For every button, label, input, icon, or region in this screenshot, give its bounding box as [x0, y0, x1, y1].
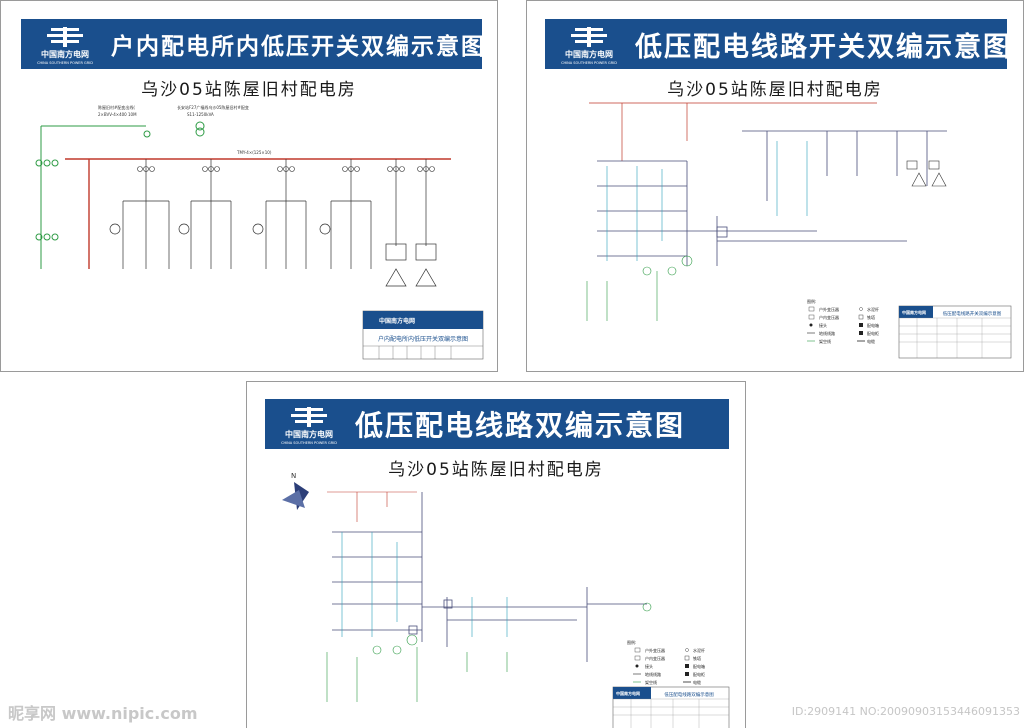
panel-subtitle: 乌沙05站陈屋旧村配电房 — [667, 80, 883, 100]
csg-logo-icon: 中国南方电网 CHINA SOUTHERN POWER GRID — [37, 27, 93, 65]
svg-text:图例:: 图例: — [807, 298, 816, 304]
legend-4: 架空线 — [819, 338, 831, 344]
indoor-circuit-diagram: 陈屋旧村#配变出线( 2×BVV-4×400 10M 长安站F27广福线乌沙05… — [35, 104, 484, 360]
legend-6: 铁塔 — [693, 655, 701, 661]
legend-9: 电缆 — [693, 679, 701, 685]
legend: 图例: 户外变压器 户内变压器 接头 地线线路 架空线 水泥杆 铁塔 配电箱 配… — [807, 298, 879, 344]
note-top2: 2×BVV-4×400 10M — [98, 112, 137, 117]
panel-header: 中国南方电网 CHINA SOUTHERN POWER GRID 低压配电线路双… — [265, 399, 729, 449]
legend: 图例: 户外变压器 户内变压器 接头 地线线路 架空线 水泥杆 铁塔 配电箱 配… — [627, 639, 705, 685]
svg-text:图例:: 图例: — [627, 639, 636, 645]
legend-1: 户内变压器 — [819, 314, 839, 320]
legend-7: 配电箱 — [693, 663, 705, 669]
csg-logo-icon: 中国南方电网 CHINA SOUTHERN POWER GRID — [281, 407, 337, 445]
tb-title: 低压配电线路双编示意图 — [664, 691, 714, 698]
panel-subtitle: 乌沙05站陈屋旧村配电房 — [388, 460, 604, 480]
note-top1: 陈屋旧村#配变出线( — [98, 104, 135, 110]
brand-cn: 中国南方电网 — [565, 49, 613, 59]
brand-cn: 中国南方电网 — [41, 49, 89, 59]
brand-en: CHINA SOUTHERN POWER GRID — [37, 61, 93, 65]
line-switch-circuit-diagram: 图例: 户外变压器 户内变压器 接头 地线线路 架空线 水泥杆 铁塔 配电箱 配… — [586, 102, 1012, 359]
brand-en: CHINA SOUTHERN POWER GRID — [281, 441, 337, 445]
panel-line-diagram: 中国南方电网 CHINA SOUTHERN POWER GRID 低压配电线路双… — [246, 381, 746, 728]
panel-title: 户内配电所内低压开关双编示意图 — [111, 34, 486, 60]
watermark-site: 昵享网 www.nipic.com — [8, 704, 198, 723]
compass-icon: N — [282, 472, 309, 510]
legend-3: 地线线路 — [645, 671, 661, 677]
legend-2: 接头 — [819, 322, 827, 328]
tb-brand: 中国南方电网 — [902, 309, 926, 315]
note-top3: 长安站F27广福线乌沙05陈屋旧村#配变 — [177, 104, 249, 110]
csg-logo-icon: 中国南方电网 CHINA SOUTHERN POWER GRID — [561, 27, 617, 65]
legend-0: 户外变压器 — [819, 306, 839, 312]
legend-7: 配电箱 — [867, 322, 879, 328]
panel-title: 低压配电线路开关双编示意图 — [635, 31, 1012, 63]
legend-5: 水泥杆 — [867, 306, 879, 312]
tb-brand: 中国南方电网 — [616, 690, 640, 696]
legend-9: 电缆 — [867, 338, 875, 344]
legend-8: 配电柜 — [867, 330, 879, 336]
panel-header: 中国南方电网 CHINA SOUTHERN POWER GRID 低压配电线路开… — [545, 19, 1010, 69]
panel-indoor-switch-diagram: 中国南方电网 CHINA SOUTHERN POWER GRID 户内配电所内低… — [0, 0, 498, 372]
legend-3: 地线线路 — [819, 330, 835, 336]
compass-label: N — [291, 472, 296, 480]
panel-header: 中国南方电网 CHINA SOUTHERN POWER GRID 户内配电所内低… — [21, 19, 484, 69]
legend-2: 接头 — [645, 663, 653, 669]
brand-cn: 中国南方电网 — [285, 429, 333, 439]
watermark-id: ID:2909141 NO:20090903153446091353 — [791, 705, 1020, 718]
panel-title: 低压配电线路双编示意图 — [355, 409, 686, 442]
legend-1: 户内变压器 — [645, 655, 665, 661]
tb-brand: 中国南方电网 — [379, 317, 415, 325]
line-circuit-diagram: N 图例: 户外变压器 户内变压器 接头 — [282, 472, 730, 728]
tb-title: 户内配电所内低压开关双编示意图 — [378, 335, 468, 343]
brand-en: CHINA SOUTHERN POWER GRID — [561, 61, 617, 65]
tb-title: 低压配电线路开关双编示意图 — [943, 310, 1002, 317]
legend-5: 水泥杆 — [693, 647, 705, 653]
panel-line-switch-diagram: 中国南方电网 CHINA SOUTHERN POWER GRID 低压配电线路开… — [526, 0, 1024, 372]
note-top4: S11-1250kVA — [187, 112, 214, 117]
legend-8: 配电柜 — [693, 671, 705, 677]
busbar-label: TMY-4×(125×10) — [236, 150, 272, 155]
legend-0: 户外变压器 — [645, 647, 665, 653]
panel-subtitle: 乌沙05站陈屋旧村配电房 — [141, 80, 357, 100]
legend-6: 铁塔 — [867, 314, 875, 320]
legend-4: 架空线 — [645, 679, 657, 685]
